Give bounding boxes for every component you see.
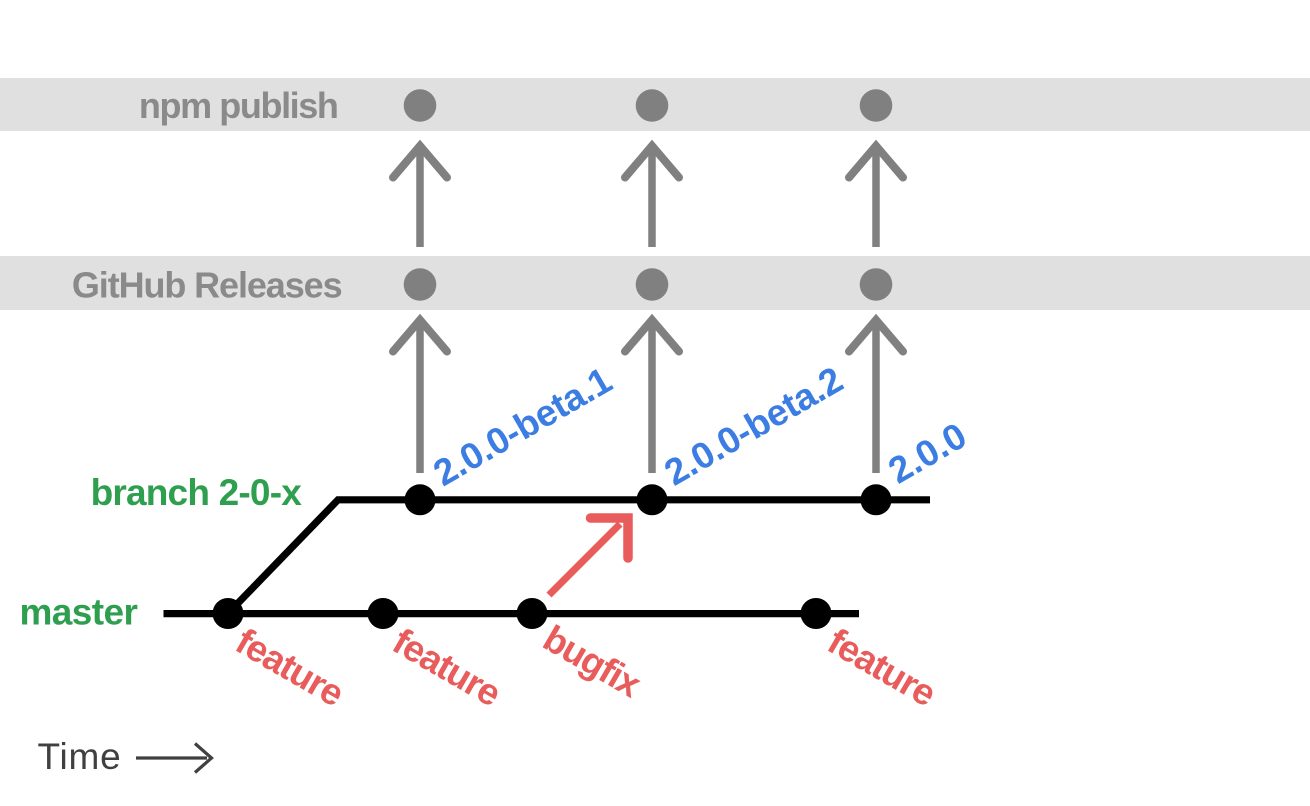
svg-text:feature: feature xyxy=(229,620,351,714)
svg-text:bugfix: bugfix xyxy=(537,617,649,705)
svg-text:feature: feature xyxy=(386,620,508,714)
svg-text:feature: feature xyxy=(821,620,943,714)
svg-text:2.0.0-beta.1: 2.0.0-beta.1 xyxy=(427,359,619,493)
svg-text:master: master xyxy=(20,592,138,633)
svg-text:npm publish: npm publish xyxy=(139,85,338,126)
svg-text:2.0.0: 2.0.0 xyxy=(882,415,974,492)
svg-text:2.0.0-beta.2: 2.0.0-beta.2 xyxy=(658,359,850,493)
svg-text:Time: Time xyxy=(38,736,122,777)
svg-text:GitHub Releases: GitHub Releases xyxy=(72,265,342,306)
svg-text:branch 2-0-x: branch 2-0-x xyxy=(91,472,303,513)
